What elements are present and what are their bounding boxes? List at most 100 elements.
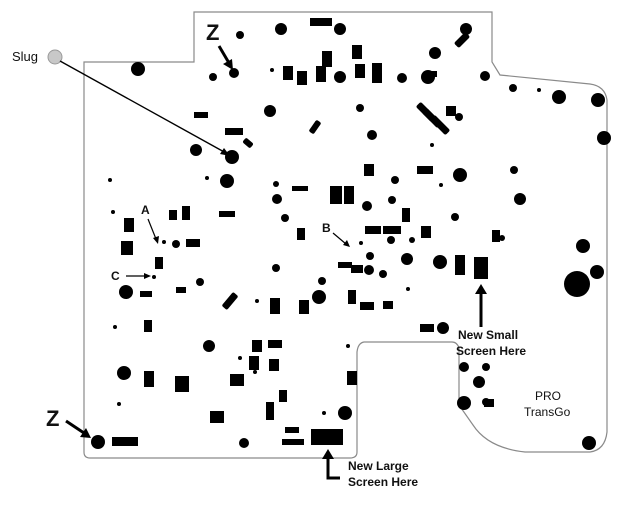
plate-hole	[312, 290, 326, 304]
plate-slot	[182, 206, 190, 220]
plate-hole	[576, 239, 590, 253]
plate-slot	[252, 340, 262, 352]
plate-slot	[316, 66, 326, 82]
plate-slot	[383, 301, 393, 309]
plate-slot	[121, 241, 133, 255]
plate-hole	[510, 166, 518, 174]
plate-hole	[196, 278, 204, 286]
plate-hole	[108, 178, 112, 182]
c-label: C	[111, 269, 120, 283]
plate-slot-angled	[309, 120, 321, 134]
plate-hole	[239, 438, 249, 448]
plate-slot	[169, 210, 177, 220]
plate-hole	[264, 105, 276, 117]
plate-hole	[388, 196, 396, 204]
plate-hole	[379, 270, 387, 278]
z-top-arrow	[217, 45, 231, 64]
plate-hole	[597, 131, 611, 145]
brand-label-1: PRO	[535, 389, 561, 403]
a-arrow	[147, 218, 157, 240]
plate-slot	[225, 128, 243, 135]
plate-hole	[205, 176, 209, 180]
plate-hole	[457, 396, 471, 410]
a-label: A	[141, 203, 150, 217]
large-screen-label-2: Screen Here	[348, 475, 418, 489]
plate-slot	[249, 356, 259, 370]
plate-slot	[455, 255, 465, 275]
plate-slot	[268, 340, 282, 348]
plate-hole	[229, 68, 239, 78]
plate-hole	[499, 235, 505, 241]
plate-hole	[391, 176, 399, 184]
plate-hole	[367, 130, 377, 140]
plate-slot-angled	[454, 32, 470, 48]
plate-hole	[209, 73, 217, 81]
plate-hole	[590, 265, 604, 279]
plate-hole	[131, 62, 145, 76]
plate-slot	[310, 18, 332, 26]
plate-hole	[364, 265, 374, 275]
plate-slot	[311, 429, 343, 445]
plate-slot	[176, 287, 186, 293]
plate-slot	[322, 51, 332, 67]
plate-slot	[269, 359, 279, 371]
plate-hole	[281, 214, 289, 222]
plate-hole	[272, 264, 280, 272]
plate-hole	[473, 376, 485, 388]
plate-hole	[119, 285, 133, 299]
plate-slot	[421, 226, 431, 238]
plate-hole	[362, 201, 372, 211]
b-arrow	[332, 232, 347, 245]
plate-holes	[91, 18, 611, 450]
plate-slot-angled	[222, 292, 238, 310]
plate-slot	[186, 239, 200, 247]
plate-slot	[425, 71, 437, 77]
plate-hole	[480, 71, 490, 81]
plate-slot	[219, 211, 235, 217]
plate-hole	[272, 194, 282, 204]
plate-hole	[433, 255, 447, 269]
plate-hole	[338, 406, 352, 420]
plate-hole	[455, 113, 463, 121]
plate-slot	[484, 399, 494, 407]
plate-hole	[397, 73, 407, 83]
plate-slot	[383, 226, 401, 234]
small-screen-arrow-head	[475, 284, 487, 294]
large-screen-arrow-head	[322, 449, 334, 459]
plate-hole	[318, 277, 326, 285]
plate-slot	[352, 45, 362, 59]
plate-slot	[330, 186, 342, 204]
plate-hole	[117, 366, 131, 380]
large-screen-arrow	[326, 456, 340, 480]
plate-slot	[299, 300, 309, 314]
plate-hole	[322, 411, 326, 415]
plate-slot	[348, 290, 356, 304]
plate-slot	[175, 376, 189, 392]
plate-slot	[155, 257, 163, 269]
plate-slot	[270, 298, 280, 314]
plate-slot	[446, 106, 456, 116]
plate-slot	[140, 291, 152, 297]
plate-slot	[282, 439, 304, 445]
z-top-arrow-head	[223, 59, 233, 70]
slug-label: Slug	[12, 49, 38, 64]
plate-slot-angled	[243, 138, 253, 148]
a-arrow-head	[153, 236, 159, 244]
small-screen-label-2: Screen Here	[456, 344, 526, 358]
plate-slot	[112, 437, 138, 446]
plate-hole	[509, 84, 517, 92]
plate-slot	[210, 411, 224, 423]
plate-slot	[338, 262, 352, 268]
plate-hole	[401, 253, 413, 265]
plate-hole	[275, 23, 287, 35]
plate-hole	[451, 213, 459, 221]
plate-slot	[351, 265, 363, 273]
plate-slot-angled	[416, 102, 436, 122]
plate-slot	[372, 63, 382, 83]
z-bottom-arrow	[65, 419, 85, 435]
slug-ball	[47, 49, 63, 65]
b-label: B	[322, 221, 331, 235]
plate-slot	[364, 164, 374, 176]
plate-hole	[162, 240, 166, 244]
